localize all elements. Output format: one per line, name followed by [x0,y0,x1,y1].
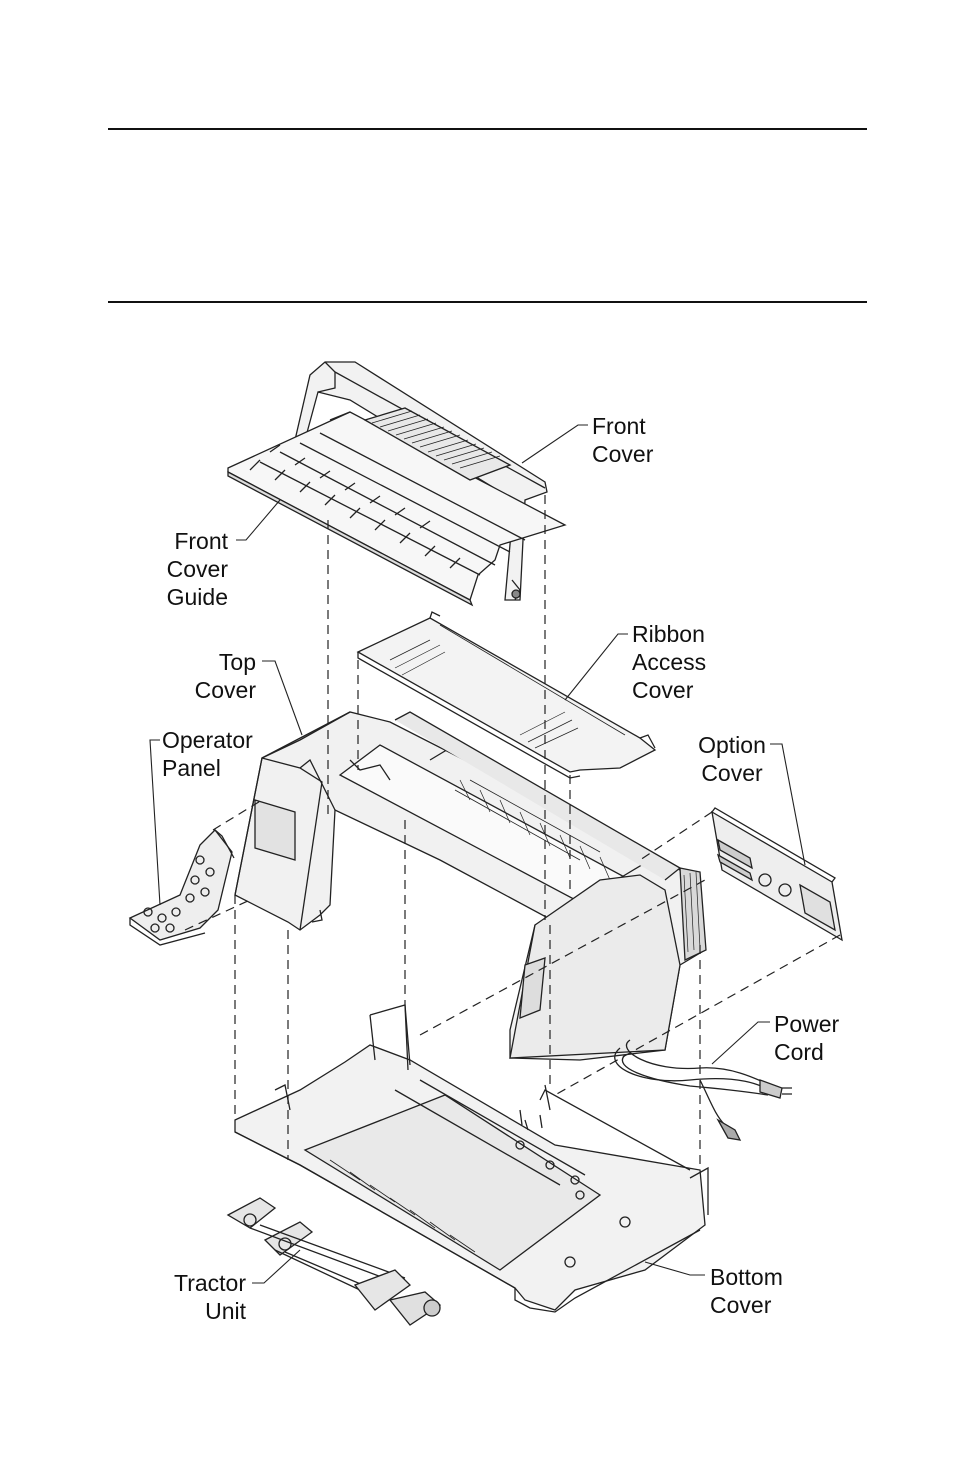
label-front-cover: Front Cover [592,412,653,468]
label-line: Front [592,413,646,439]
label-line: Top [218,649,256,675]
label-top-cover: Top Cover [170,648,256,704]
label-line: Front [174,528,228,554]
front-cover-part [227,361,567,607]
label-line: Option [698,732,766,758]
bottom-rule [108,301,867,303]
label-operator-panel: Operator Panel [162,726,253,782]
label-bottom-cover: Bottom Cover [710,1263,783,1319]
label-line: Guide [166,584,228,610]
ribbon-access-cover-part [356,611,657,779]
label-line: Cord [774,1039,824,1065]
operator-panel-part [128,829,235,946]
option-cover-part [711,807,843,942]
label-tractor-unit: Tractor Unit [150,1269,246,1325]
label-line: Cover [194,677,256,703]
label-power-cord: Power Cord [774,1010,839,1066]
label-line: Panel [162,755,221,781]
tractor-unit-part [226,1197,442,1326]
label-line: Cover [592,441,654,467]
assembly-guide-lines [184,495,841,1170]
top-rule [108,128,867,130]
power-cord-part [614,1039,792,1141]
label-option-cover: Option Cover [688,731,776,787]
label-line: Operator [162,727,253,753]
label-line: Power [774,1011,840,1037]
label-line: Bottom [710,1264,783,1290]
label-front-cover-guide: Front Cover Guide [140,527,228,611]
label-line: Cover [166,556,228,582]
bottom-cover-part [234,1004,709,1313]
label-line: Cover [632,677,694,703]
label-line: Access [632,649,707,675]
label-line: Tractor [174,1270,246,1296]
label-line: Cover [701,760,763,786]
leader-lines [149,424,806,1284]
top-cover-part [234,711,707,1061]
label-line: Cover [710,1292,772,1318]
label-ribbon-access-cover: Ribbon Access Cover [632,620,706,704]
label-line: Ribbon [632,621,705,647]
label-line: Unit [205,1298,246,1324]
